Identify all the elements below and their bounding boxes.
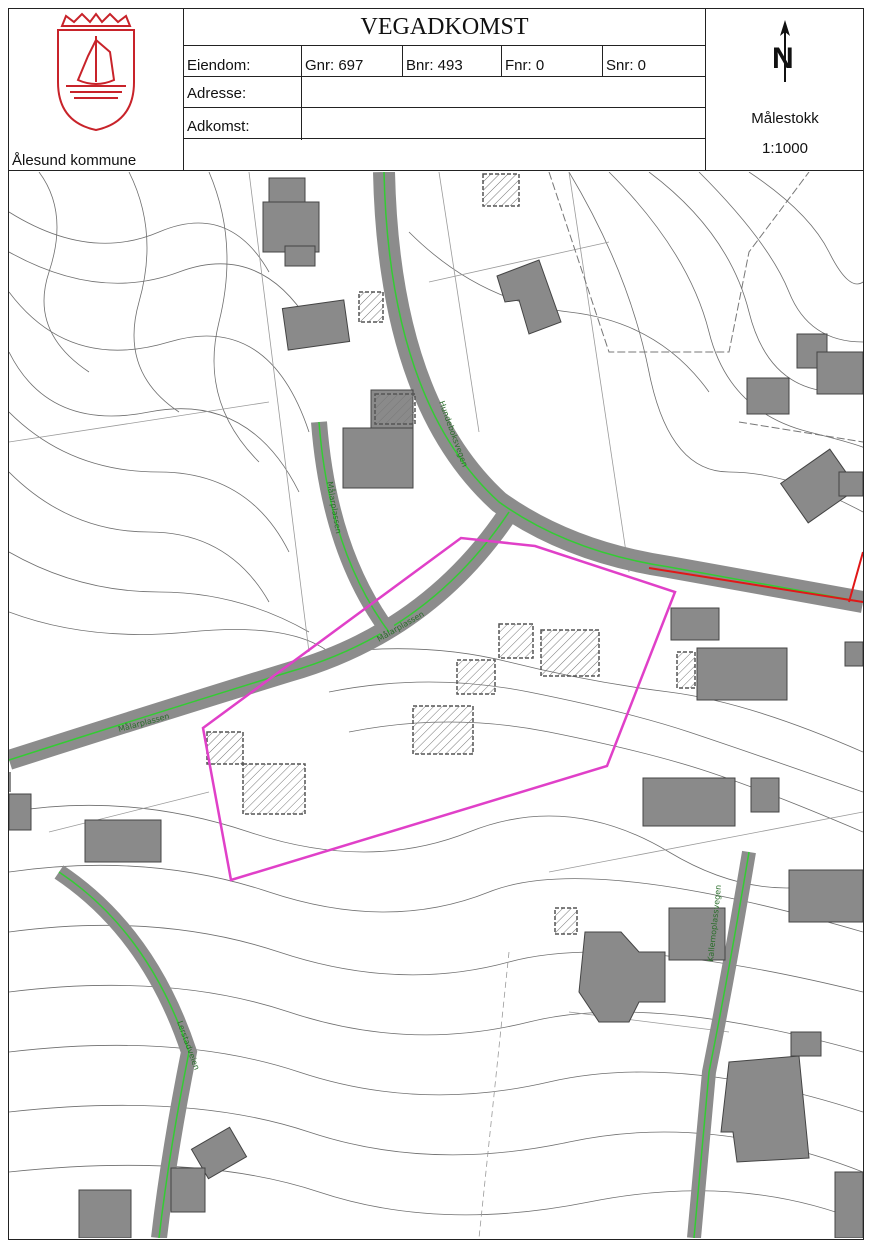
contour-lines bbox=[9, 172, 863, 1223]
building[interactable] bbox=[788, 869, 863, 923]
planned-building[interactable] bbox=[206, 731, 244, 765]
building[interactable] bbox=[816, 351, 863, 395]
snr-field: Snr: 0 bbox=[606, 57, 647, 74]
building[interactable] bbox=[170, 1167, 206, 1213]
adresse-value bbox=[302, 77, 705, 108]
building[interactable] bbox=[84, 819, 162, 863]
building[interactable] bbox=[696, 647, 788, 701]
building[interactable] bbox=[496, 259, 562, 335]
planned-building[interactable] bbox=[482, 173, 520, 207]
building[interactable] bbox=[750, 777, 780, 813]
map-canvas[interactable]: Hundeboksvegen Målarplassen Målarplassen… bbox=[9, 172, 863, 1238]
adkomst-label: Adkomst: bbox=[184, 108, 302, 140]
bnr-field: Bnr: 493 bbox=[403, 46, 502, 76]
road-network bbox=[9, 172, 863, 1238]
building[interactable] bbox=[834, 1171, 863, 1238]
building[interactable] bbox=[342, 427, 414, 489]
building[interactable] bbox=[668, 907, 726, 961]
north-scale-cell: N Målestokk 1:1000 bbox=[705, 8, 864, 171]
municipality-name: Ålesund kommune bbox=[12, 152, 137, 169]
building[interactable] bbox=[262, 201, 320, 253]
map-sheet-frame bbox=[8, 8, 864, 1240]
fence-lines bbox=[548, 172, 863, 443]
building[interactable] bbox=[790, 1031, 822, 1057]
address-row: Adresse: Adkomst: bbox=[184, 77, 705, 140]
north-label: N bbox=[772, 42, 794, 75]
document-title: VEGADKOMST bbox=[184, 8, 705, 46]
existing-buildings[interactable] bbox=[9, 177, 863, 1238]
eiendom-label: Eiendom: bbox=[184, 46, 302, 76]
planned-building[interactable] bbox=[554, 907, 578, 935]
building[interactable] bbox=[642, 777, 736, 827]
building[interactable] bbox=[844, 641, 863, 667]
adresse-label: Adresse: bbox=[184, 77, 302, 108]
logo-cell: Ålesund kommune bbox=[8, 8, 184, 171]
building[interactable] bbox=[9, 793, 32, 831]
title-block: Ålesund kommune VEGADKOMST Eiendom: Gnr:… bbox=[8, 8, 864, 171]
planned-building[interactable] bbox=[540, 629, 600, 677]
building[interactable] bbox=[578, 931, 666, 1023]
planned-building[interactable] bbox=[374, 393, 416, 425]
planned-building[interactable] bbox=[498, 623, 534, 659]
building[interactable] bbox=[284, 245, 316, 267]
planned-building[interactable] bbox=[412, 705, 474, 755]
coat-of-arms-logo bbox=[57, 12, 135, 132]
building[interactable] bbox=[78, 1189, 132, 1238]
building[interactable] bbox=[779, 448, 859, 524]
property-row: Eiendom: Gnr: 697 Bnr: 493 Fnr: 0 Snr: 0 bbox=[184, 46, 705, 77]
property-boundary[interactable] bbox=[201, 536, 677, 882]
property-lines bbox=[9, 172, 863, 1238]
planned-building[interactable] bbox=[242, 763, 306, 815]
building[interactable] bbox=[281, 299, 351, 351]
north-arrow-icon: N bbox=[772, 20, 794, 82]
planned-building[interactable] bbox=[456, 659, 496, 695]
scale-value: 1:1000 bbox=[762, 140, 808, 157]
red-boundary-line bbox=[648, 551, 863, 603]
building[interactable] bbox=[190, 1126, 248, 1180]
building[interactable] bbox=[670, 607, 720, 641]
planned-buildings[interactable] bbox=[206, 173, 696, 935]
fnr-field: Fnr: 0 bbox=[502, 46, 603, 76]
gnr-field: Gnr: 697 bbox=[302, 46, 403, 76]
planned-building[interactable] bbox=[358, 291, 384, 323]
adkomst-value bbox=[302, 108, 705, 140]
building[interactable] bbox=[838, 471, 863, 497]
building[interactable] bbox=[746, 377, 790, 415]
planned-building[interactable] bbox=[676, 651, 696, 689]
scale-label: Målestokk bbox=[751, 110, 819, 127]
